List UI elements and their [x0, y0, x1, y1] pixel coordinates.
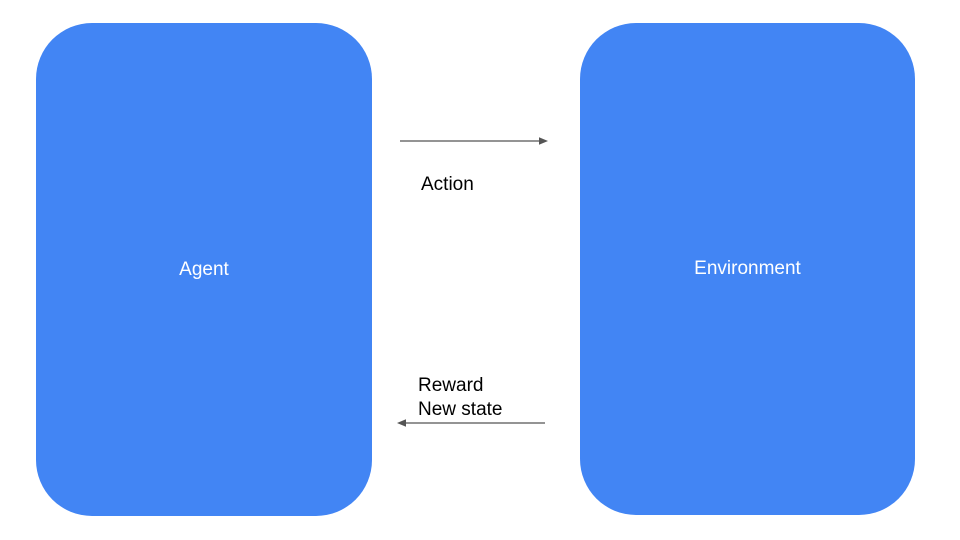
agent-node: Agent: [36, 23, 372, 516]
feedback-arrowhead-icon: [397, 419, 406, 427]
action-arrowhead-icon: [539, 137, 548, 145]
agent-node-label: Agent: [179, 258, 229, 280]
action-edge-label: Action: [421, 174, 474, 195]
feedback-arrow: [397, 419, 545, 427]
action-arrow: [400, 137, 548, 145]
environment-node: Environment: [580, 23, 915, 515]
feedback-edge-label: Reward New state: [418, 375, 503, 420]
environment-node-label: Environment: [694, 258, 801, 279]
